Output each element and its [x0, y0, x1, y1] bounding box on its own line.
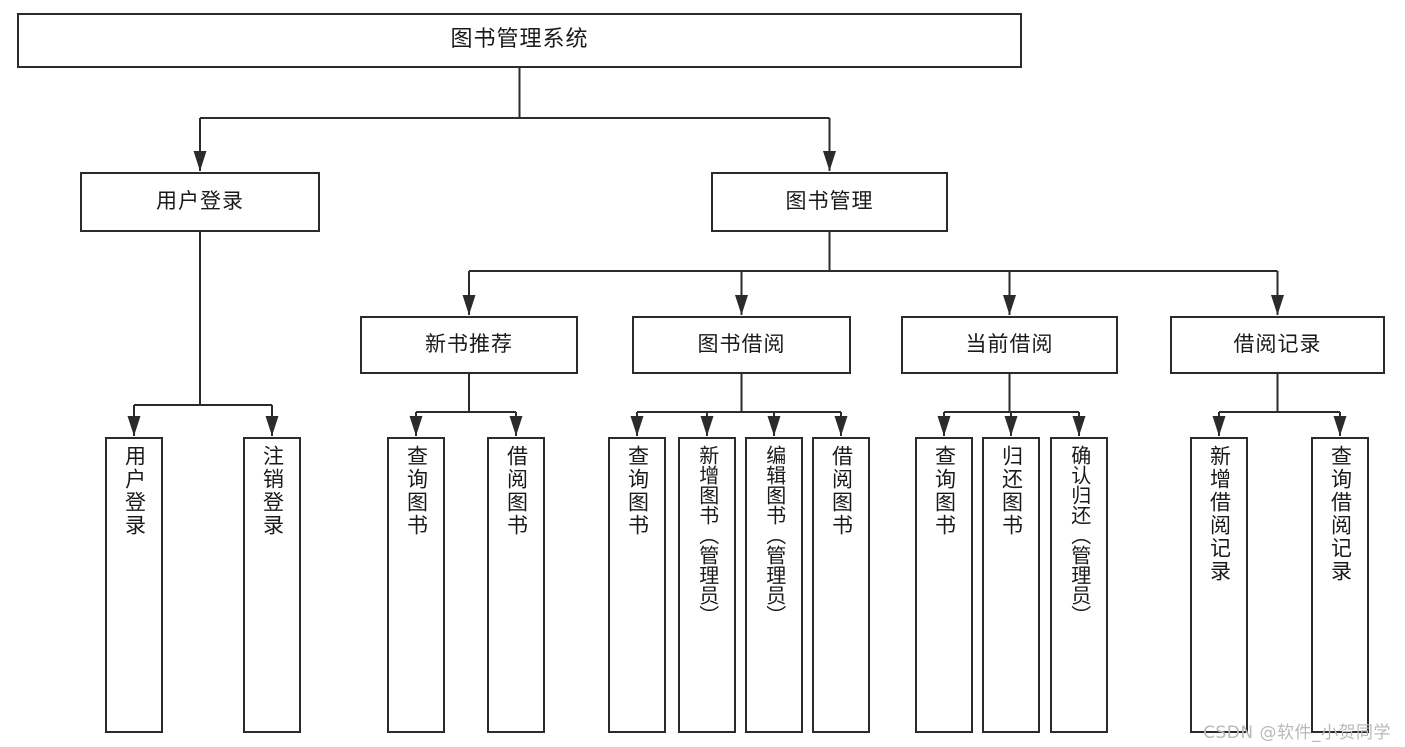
node-new-book-rec: 新书推荐	[360, 316, 578, 374]
node-leaf-cb-confirm: 确认归还（管理员）	[1050, 437, 1108, 733]
node-leaf-br-query: 查询借阅记录	[1311, 437, 1369, 733]
node-label: 借阅图书	[504, 445, 529, 537]
arrowhead	[1212, 416, 1226, 436]
arrowhead	[265, 416, 279, 436]
arrowhead	[1072, 416, 1086, 436]
node-leaf-bb-query: 查询图书	[608, 437, 666, 733]
node-label: 图书管理	[785, 189, 874, 214]
node-root: 图书管理系统	[17, 13, 1022, 68]
arrowhead	[834, 416, 848, 436]
node-label: 注销登录	[260, 445, 285, 537]
arrowhead	[735, 295, 748, 315]
node-label: 借阅记录	[1233, 332, 1322, 357]
node-label: 新书推荐	[425, 332, 513, 357]
node-leaf-logout: 注销登录	[243, 437, 301, 733]
node-label: 图书管理系统	[450, 27, 589, 53]
arrowhead	[1004, 416, 1018, 436]
arrowhead	[462, 295, 476, 315]
node-book-manage: 图书管理	[711, 172, 948, 232]
arrowhead	[193, 151, 207, 171]
node-user-login: 用户登录	[80, 172, 320, 232]
arrowhead	[823, 151, 836, 171]
arrowhead	[1271, 295, 1284, 315]
node-leaf-user-login: 用户登录	[105, 437, 163, 733]
node-leaf-nbr-borrow: 借阅图书	[487, 437, 545, 733]
node-leaf-cb-return: 归还图书	[982, 437, 1040, 733]
node-label: 新增图书（管理员）	[695, 445, 720, 625]
node-label: 用户登录	[122, 445, 147, 537]
node-label: 确认归还（管理员）	[1067, 445, 1092, 625]
node-leaf-bb-edit: 编辑图书（管理员）	[745, 437, 803, 733]
node-label: 用户登录	[156, 189, 244, 214]
node-leaf-nbr-query: 查询图书	[387, 437, 445, 733]
node-current-borrow: 当前借阅	[901, 316, 1118, 374]
node-label: 编辑图书（管理员）	[762, 445, 787, 625]
node-leaf-bb-add: 新增图书（管理员）	[678, 437, 736, 733]
arrowhead	[630, 416, 644, 436]
node-label: 归还图书	[999, 445, 1024, 537]
node-leaf-br-add: 新增借阅记录	[1190, 437, 1248, 733]
node-book-borrow: 图书借阅	[632, 316, 851, 374]
node-leaf-cb-query: 查询图书	[915, 437, 973, 733]
node-borrow-record: 借阅记录	[1170, 316, 1385, 374]
arrowhead	[767, 416, 781, 436]
arrowhead	[1333, 416, 1347, 436]
arrowhead	[700, 416, 714, 436]
node-label: 图书借阅	[697, 332, 786, 357]
arrowhead	[509, 416, 523, 436]
arrowhead	[409, 416, 423, 436]
node-label: 借阅图书	[829, 445, 854, 537]
node-leaf-bb-borrow: 借阅图书	[812, 437, 870, 733]
arrowhead	[937, 416, 951, 436]
arrowhead	[1003, 295, 1016, 315]
node-label: 查询借阅记录	[1328, 445, 1353, 583]
node-label: 查询图书	[404, 445, 429, 537]
node-label: 当前借阅	[965, 332, 1054, 357]
node-label: 查询图书	[625, 445, 650, 537]
arrowhead	[127, 416, 141, 436]
node-label: 新增借阅记录	[1207, 445, 1232, 583]
node-label: 查询图书	[932, 445, 957, 537]
